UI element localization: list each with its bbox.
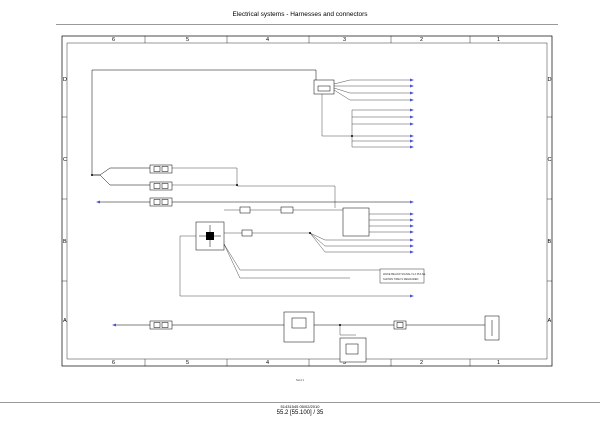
column-label: 1 [497,37,500,43]
column-label: 4 [266,37,269,43]
row-label: D [63,77,67,83]
column-label: 2 [420,360,423,366]
column-label: 4 [266,360,269,366]
header-divider [56,24,558,25]
row-label: C [548,157,552,163]
connector-c-lower [149,181,173,191]
switch-module-b [342,207,410,237]
row-b-fan-wires [223,232,410,279]
row-label: B [63,239,67,245]
row-label: B [548,239,552,245]
column-label: 6 [112,37,115,43]
sheet-reference: SH.4 1 [296,378,304,382]
page-number: 55.2 [55.100] / 35 [276,410,324,416]
column-dividers-bottom [144,359,471,366]
annotation-line-1: WAKE BELOW SIGNAL IS A PULSE [383,272,426,276]
annotation-line-2: SHOWN TIME IS DEGRADED [383,277,419,281]
row-b-output-arrows [410,212,414,254]
column-label: 3 [343,37,346,43]
footer-divider [0,402,600,403]
row-a-circuit [112,311,500,363]
row-label: A [63,318,67,324]
connector-c-upper [149,164,173,174]
row-label: D [548,77,552,83]
connector-b-small-1 [224,206,350,237]
annotation-note: WAKE BELOW SIGNAL IS A PULSE SHOWN TIME … [379,268,426,284]
relay-module-b [179,221,414,298]
page-title: Electrical systems - Harnesses and conne… [232,11,368,18]
column-label: 1 [497,360,500,366]
row-b-input-wire [96,197,414,207]
column-label: 5 [186,360,189,366]
row-label: C [63,157,67,163]
column-label: 5 [186,37,189,43]
row-c-wires [92,167,336,208]
column-label: 2 [420,37,423,43]
column-dividers-top [144,36,471,43]
drawing-frame [61,35,553,367]
drawing-inner-frame [66,42,548,360]
document-id: 51431545 05/02/2010 [280,404,320,409]
top-feed-wire [91,69,335,175]
junction-dots [91,135,353,326]
top-fanout-wires [321,79,410,148]
row-dividers [62,116,552,282]
top-output-arrows [410,78,414,149]
row-label: A [548,318,552,324]
column-label: 6 [112,360,115,366]
column-label: 3 [343,360,346,366]
